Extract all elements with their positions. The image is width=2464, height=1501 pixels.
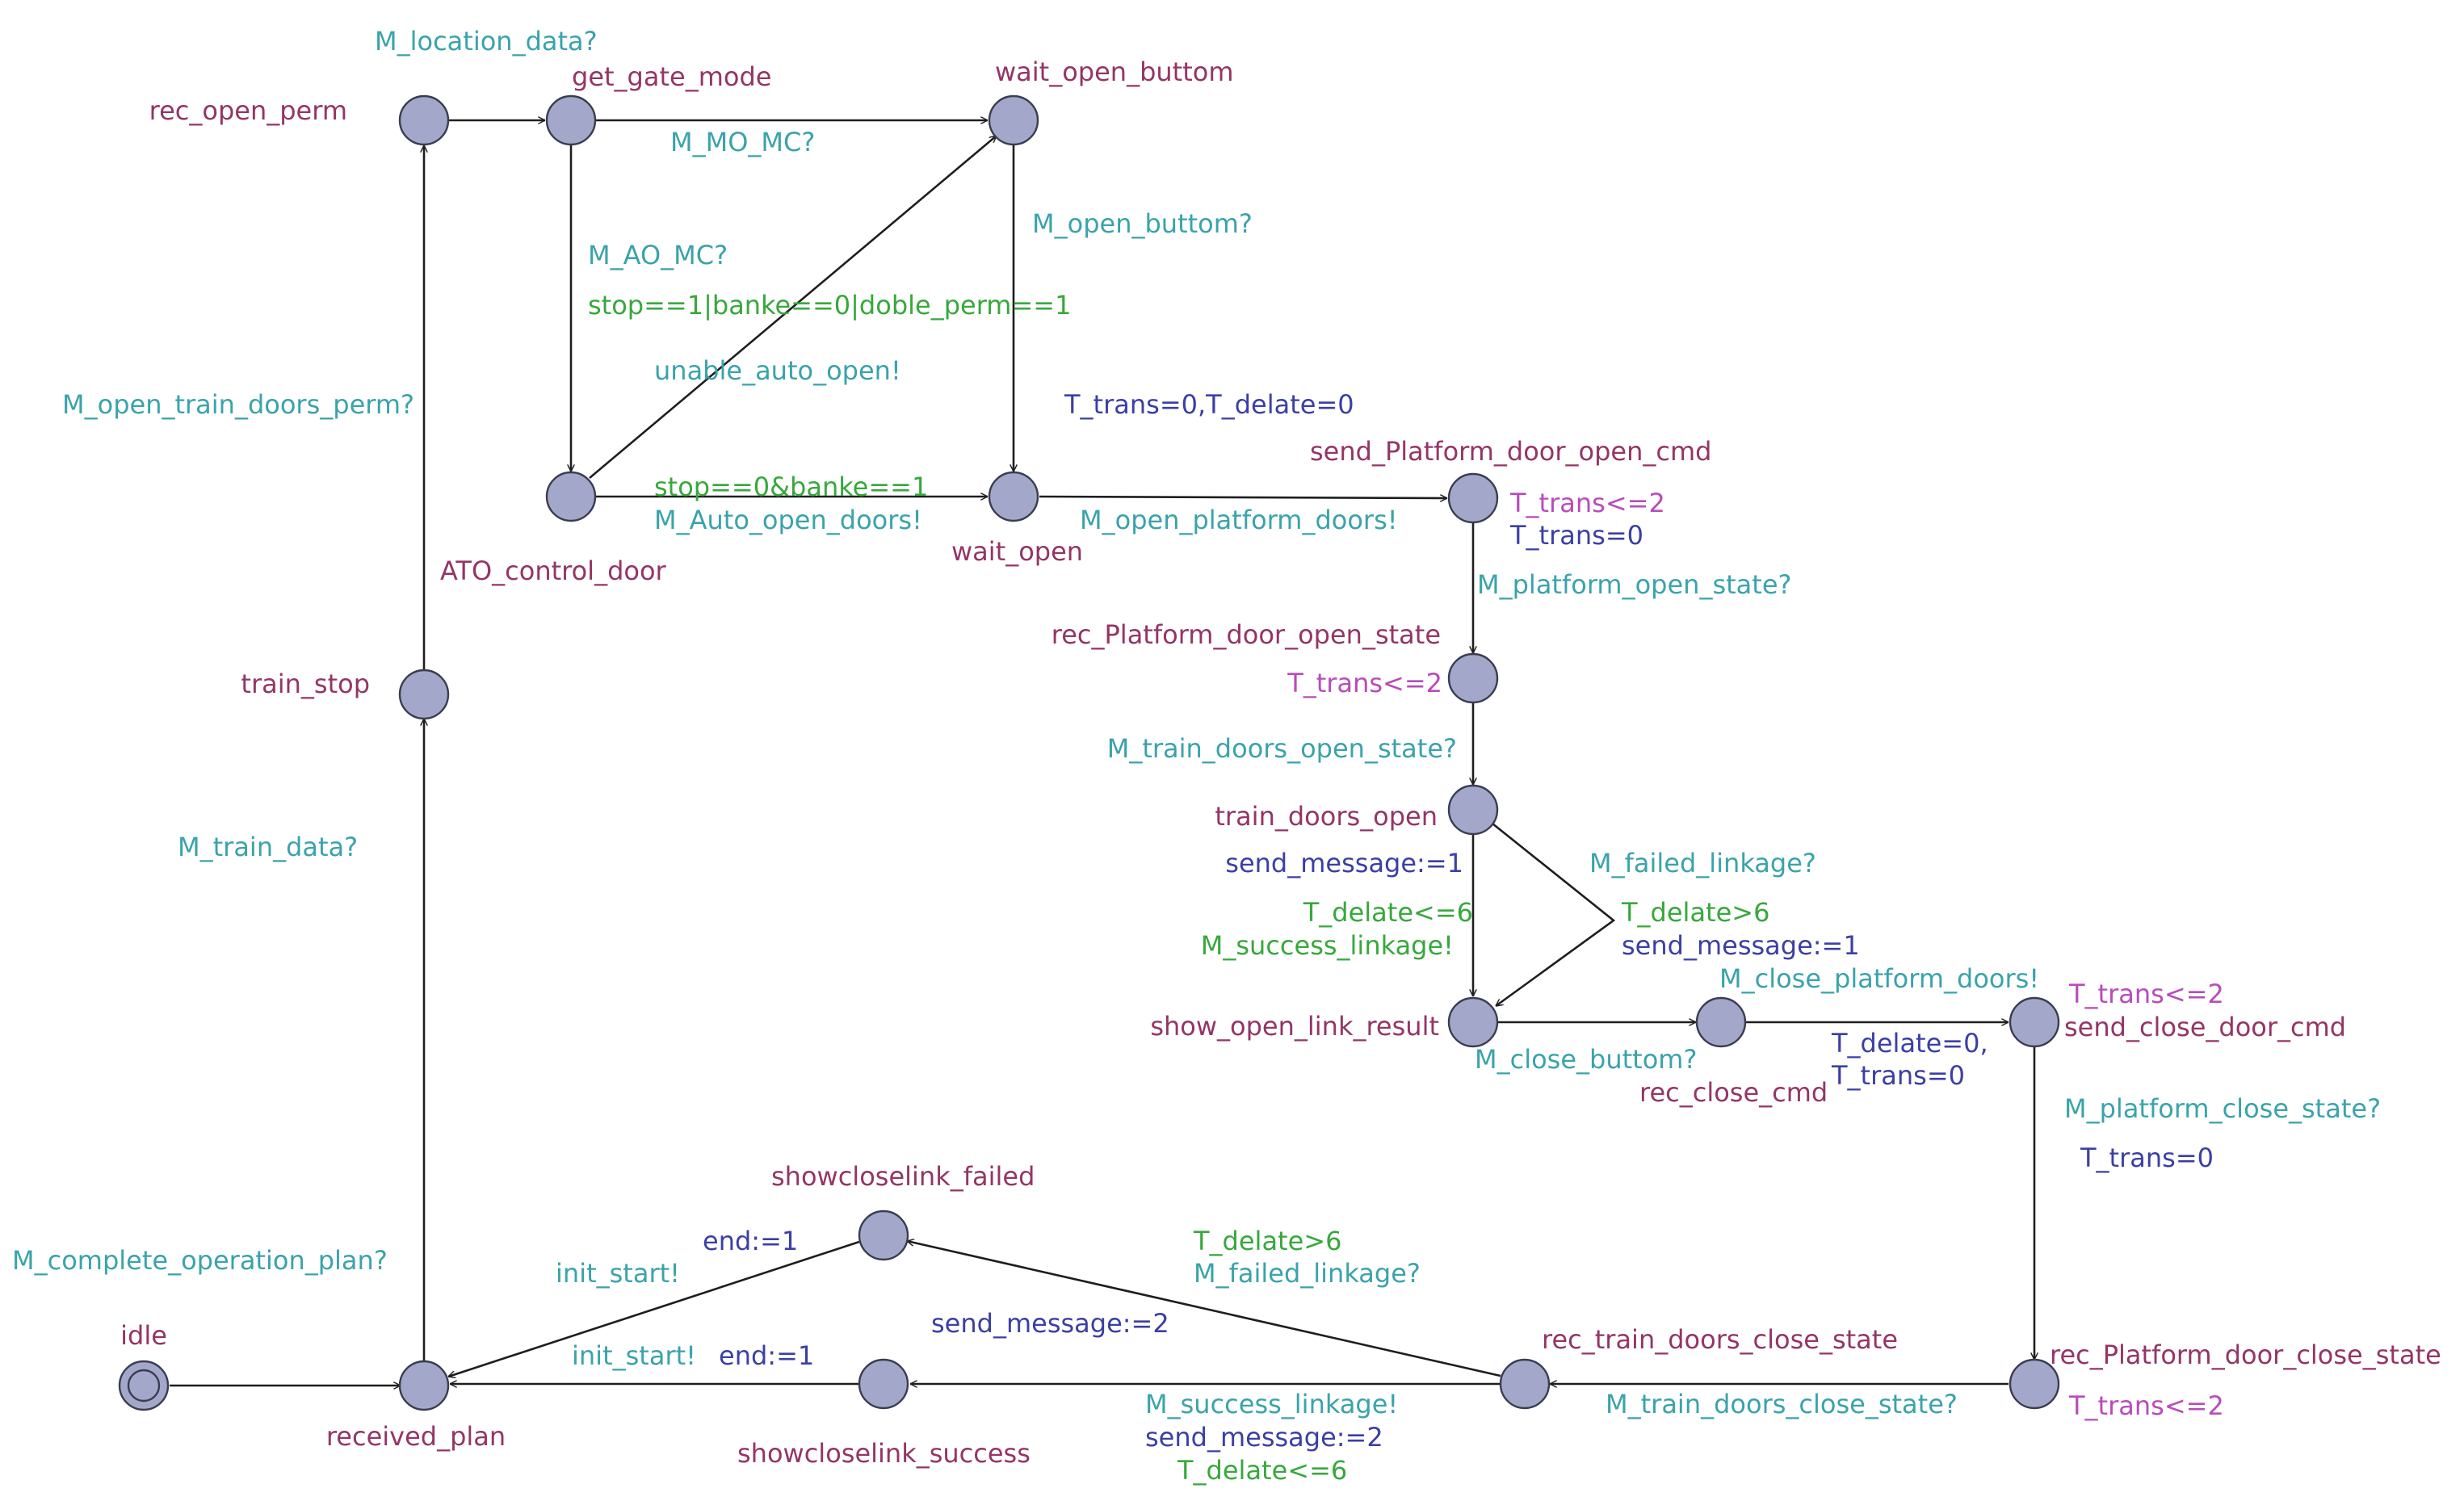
edge-showcloselink-failed-to-received-plan[interactable] xyxy=(448,1240,860,1377)
label-train-doors-open-state: M_train_doors_open_state? xyxy=(1107,733,1457,764)
label-delate-gt-6-open: T_delate>6 xyxy=(1621,897,1769,928)
location-rec-close-cmd[interactable] xyxy=(1695,996,1747,1048)
label-reset-trans-1: T_trans=0 xyxy=(1509,520,1643,551)
label-reset-trans-delate: T_trans=0,T_delate=0 xyxy=(1064,389,1354,420)
label-train-doors-close-state: M_train_doors_close_state? xyxy=(1606,1389,1958,1419)
label-stop-guard-manual: stop==1|banke==0|doble_perm==1 xyxy=(588,290,1071,321)
label-complete-operation-plan: M_complete_operation_plan? xyxy=(12,1245,388,1276)
label-delate-gt-6-close: T_delate>6 xyxy=(1193,1226,1341,1256)
label-ao-mc: M_AO_MC? xyxy=(588,240,728,270)
locations xyxy=(118,94,2060,1411)
location-train-doors-open[interactable] xyxy=(1447,784,1499,836)
label-unable-auto-open: unable_auto_open! xyxy=(654,355,901,386)
location-idle-initial-marker xyxy=(127,1369,161,1402)
location-name-showcloselink-failed: showcloselink_failed xyxy=(771,1161,1035,1192)
invariant-send-open-cmd: T_trans<=2 xyxy=(1509,488,1665,518)
label-failed-linkage-close: M_failed_linkage? xyxy=(1194,1258,1421,1289)
label-open-platform-doors: M_open_platform_doors! xyxy=(1080,505,1398,535)
location-ato-control-door[interactable] xyxy=(545,471,597,522)
label-send-message-2a: send_message:=2 xyxy=(931,1308,1169,1339)
label-success-linkage-open: M_success_linkage! xyxy=(1201,930,1454,961)
label-auto-open-doors: M_Auto_open_doors! xyxy=(654,505,922,535)
label-location-data: M_location_data? xyxy=(375,26,598,57)
location-name-wait-open: wait_open xyxy=(951,536,1083,567)
edge-labels: M_complete_operation_plan? M_train_data?… xyxy=(12,26,2381,1486)
label-end-success: end:=1 xyxy=(719,1340,814,1371)
location-name-rec-open-perm: rec_open_perm xyxy=(149,95,347,126)
label-reset-trans-2: T_trans=0 xyxy=(1831,1060,1965,1091)
location-get-gate-mode[interactable] xyxy=(545,94,597,146)
location-name-ato-control-door: ATO_control_door xyxy=(440,556,667,586)
label-stop-guard-auto: stop==0&banke==1 xyxy=(654,472,928,502)
label-init-start-failed: init_start! xyxy=(556,1258,680,1289)
invariant-rec-platform-open: T_trans<=2 xyxy=(1287,668,1442,698)
label-end-failed: end:=1 xyxy=(703,1226,798,1256)
location-idle[interactable] xyxy=(118,1360,170,1411)
label-reset-trans-3: T_trans=0 xyxy=(2080,1143,2214,1173)
label-delate-le-6-close: T_delate<=6 xyxy=(1177,1455,1347,1486)
label-init-start-success: init_start! xyxy=(572,1340,696,1371)
edge-rec-train-doors-close-state-to-showcloselink-failed[interactable] xyxy=(907,1241,1501,1377)
location-name-wait-open-buttom: wait_open_buttom xyxy=(995,57,1234,87)
label-send-message-1a: send_message:=1 xyxy=(1225,848,1463,878)
location-rec-platform-door-open-state[interactable] xyxy=(1447,652,1499,704)
label-platform-open-state: M_platform_open_state? xyxy=(1477,569,1791,600)
location-name-idle: idle xyxy=(120,1320,167,1351)
location-name-train-stop: train_stop xyxy=(241,669,370,699)
label-close-buttom: M_close_buttom? xyxy=(1475,1044,1697,1075)
label-delate-le-6-open: T_delate<=6 xyxy=(1303,897,1473,928)
label-train-data: M_train_data? xyxy=(178,832,358,862)
location-name-train-doors-open: train_doors_open xyxy=(1215,801,1438,832)
location-send-platform-door-open-cmd[interactable] xyxy=(1447,472,1499,524)
label-reset-delate: T_delate=0, xyxy=(1831,1028,1988,1059)
location-received-plan[interactable] xyxy=(398,1360,450,1411)
edge-ato-control-door-to-wait-open-buttom[interactable] xyxy=(589,136,997,479)
label-success-linkage-close: M_success_linkage! xyxy=(1145,1389,1398,1419)
location-wait-open[interactable] xyxy=(988,471,1039,522)
location-rec-open-perm[interactable] xyxy=(398,94,450,146)
label-platform-close-state: M_platform_close_state? xyxy=(2064,1093,2381,1124)
edge-wait-open-to-send-platform-door-open-cmd[interactable] xyxy=(1039,497,1447,498)
label-mo-mc: M_MO_MC? xyxy=(670,127,815,157)
invariant-send-close-cmd: T_trans<=2 xyxy=(2068,979,2224,1009)
location-name-received-plan: received_plan xyxy=(326,1421,506,1452)
invariants: T_trans<=2 T_trans<=2 T_trans<=2 T_trans… xyxy=(1287,488,2224,1421)
edges xyxy=(170,120,2034,1386)
location-show-open-link-result[interactable] xyxy=(1447,996,1499,1048)
location-name-rec-close-cmd: rec_close_cmd xyxy=(1639,1077,1828,1108)
location-name-get-gate-mode: get_gate_mode xyxy=(572,61,771,92)
location-name-rec-train-doors-close-state: rec_train_doors_close_state xyxy=(1542,1324,1898,1355)
location-name-showcloselink-success: showcloselink_success xyxy=(737,1438,1031,1469)
location-send-close-door-cmd[interactable] xyxy=(2009,996,2060,1048)
location-name-rec-platform-door-close-state: rec_Platform_door_close_state xyxy=(2050,1340,2441,1370)
label-send-message-1b: send_message:=1 xyxy=(1622,930,1860,961)
location-showcloselink-failed[interactable] xyxy=(858,1210,909,1261)
location-train-stop[interactable] xyxy=(398,669,450,720)
label-open-buttom: M_open_buttom? xyxy=(1032,208,1253,239)
location-name-send-platform-door-open-cmd: send_Platform_door_open_cmd xyxy=(1310,436,1711,467)
label-failed-linkage-open: M_failed_linkage? xyxy=(1589,848,1816,878)
label-close-platform-doors: M_close_platform_doors! xyxy=(1719,963,2039,994)
invariant-rec-platform-close: T_trans<=2 xyxy=(2068,1390,2224,1421)
label-open-train-doors-perm: M_open_train_doors_perm? xyxy=(62,389,414,420)
location-name-show-open-link-result: show_open_link_result xyxy=(1150,1011,1439,1042)
location-names: idle received_plan train_stop rec_open_p… xyxy=(120,57,2441,1469)
label-send-message-2b: send_message:=2 xyxy=(1145,1422,1383,1453)
location-showcloselink-success[interactable] xyxy=(858,1358,909,1410)
edge-train-doors-open-to-show-open-link-result-failed[interactable] xyxy=(1492,822,1616,1008)
location-name-rec-platform-door-open-state: rec_Platform_door_open_state xyxy=(1052,619,1441,650)
location-name-send-close-door-cmd: send_close_door_cmd xyxy=(2064,1012,2346,1042)
location-rec-platform-door-close-state[interactable] xyxy=(2009,1358,2060,1410)
location-rec-train-doors-close-state[interactable] xyxy=(1499,1358,1551,1410)
location-wait-open-buttom[interactable] xyxy=(988,94,1039,146)
